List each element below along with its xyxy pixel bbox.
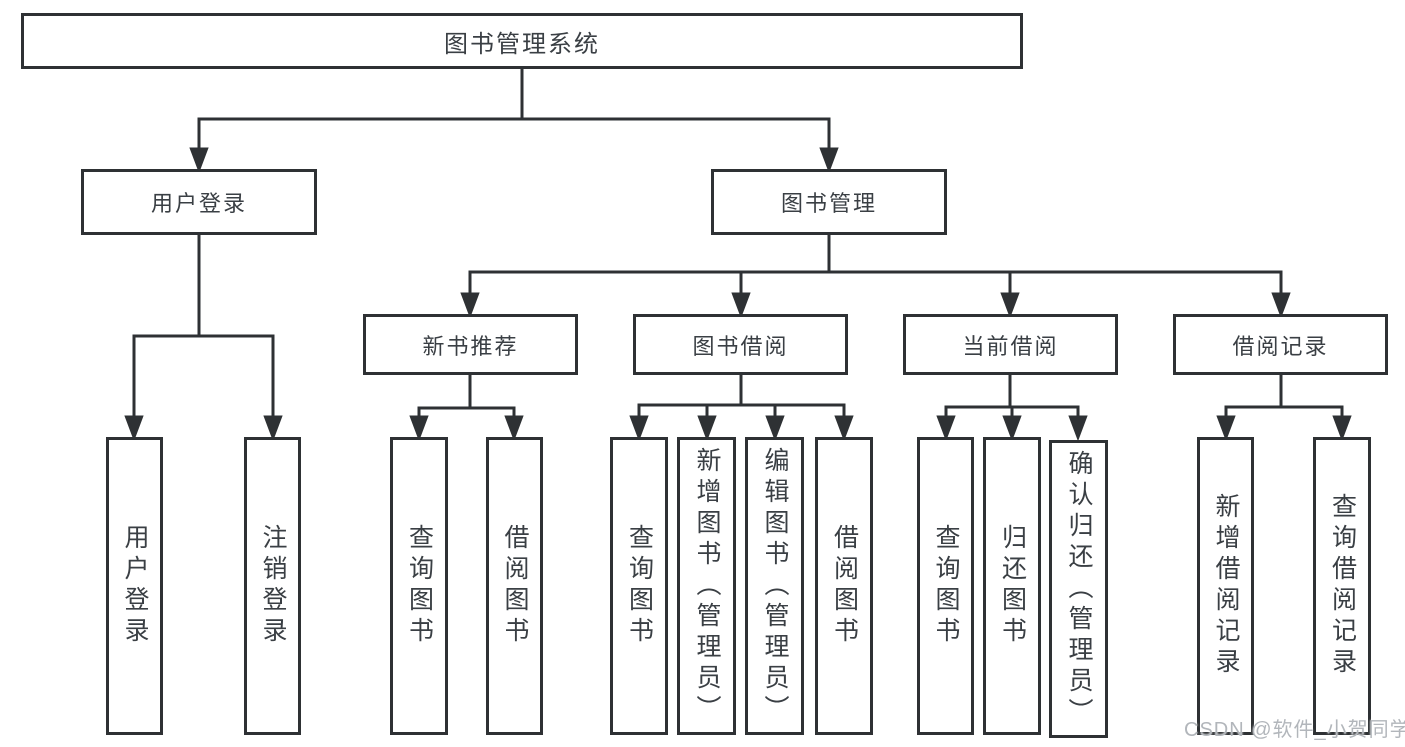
leaf-query-books-recommend: 查询图书 [390, 437, 448, 735]
csdn-watermark: CSDN @软件_小贺同学 [1184, 719, 1405, 741]
leaf-borrow-books-recommend: 借阅图书 [486, 437, 543, 735]
node-user-login: 用户登录 [81, 169, 317, 235]
node-current-borrow: 当前借阅 [903, 314, 1118, 375]
node-book-borrow: 图书借阅 [633, 314, 848, 375]
leaf-add-borrow-record: 新增借阅记录 [1197, 437, 1254, 735]
leaf-logout: 注销登录 [244, 437, 301, 735]
node-book-management: 图书管理 [711, 169, 947, 235]
leaf-confirm-return-admin: 确认归还（管理员） [1049, 440, 1108, 738]
leaf-query-books-current: 查询图书 [917, 437, 974, 735]
leaf-add-books-admin: 新增图书（管理员） [677, 437, 736, 735]
node-library-management-system: 图书管理系统 [21, 13, 1023, 69]
leaf-edit-books-admin: 编辑图书（管理员） [745, 437, 804, 735]
leaf-user-login: 用户登录 [106, 437, 163, 735]
leaf-return-books: 归还图书 [983, 437, 1041, 735]
leaf-borrow-books: 借阅图书 [815, 437, 873, 735]
leaf-query-books-borrow: 查询图书 [610, 437, 668, 735]
leaf-query-borrow-record: 查询借阅记录 [1313, 437, 1371, 735]
node-new-book-recommend: 新书推荐 [363, 314, 578, 375]
node-borrow-records: 借阅记录 [1173, 314, 1388, 375]
